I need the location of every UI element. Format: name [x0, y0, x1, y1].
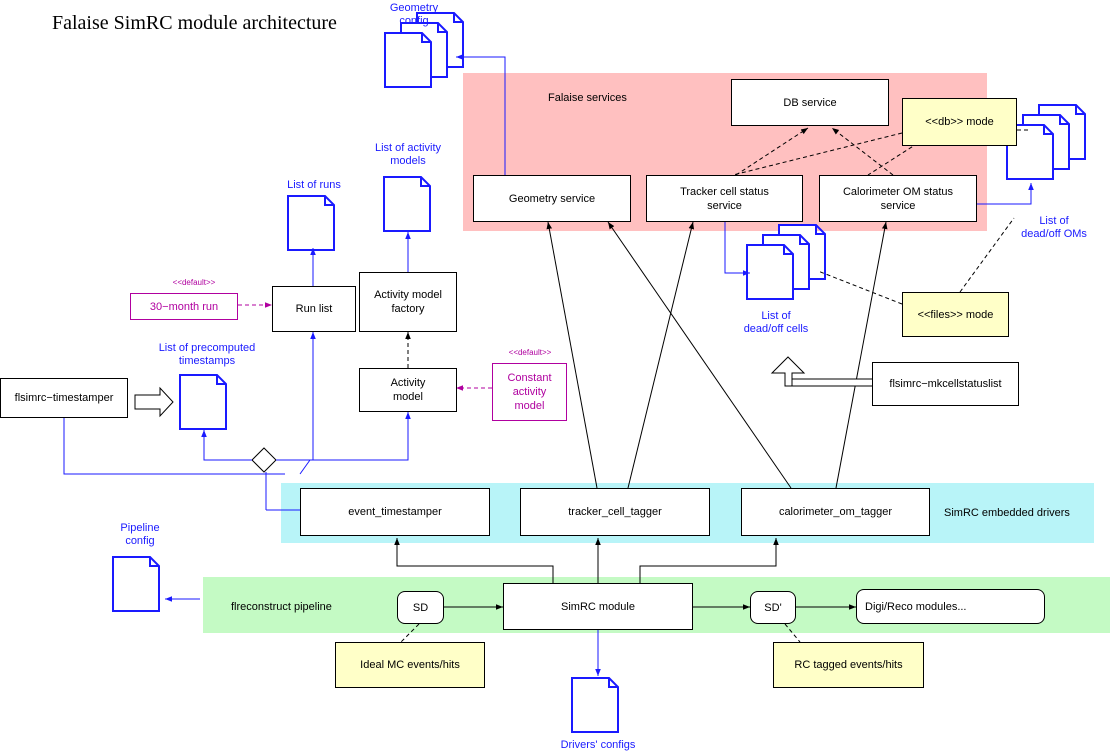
geometry-service-box[interactable]: Geometry service [473, 175, 631, 222]
edge-db-mode-2 [867, 142, 919, 176]
db-service-box[interactable]: DB service [731, 79, 889, 126]
geometry-config-file-icon [384, 12, 464, 88]
file-icons [112, 12, 1086, 733]
edge-sd-ideal [400, 623, 420, 643]
edge-tracker-status-cells [724, 222, 750, 276]
edge-simrc-event-timestamper [394, 538, 554, 585]
edge-tracker-tagger-status [627, 221, 695, 489]
list-of-precomputed-timestamps-label: List of precomputed timestamps [158, 342, 256, 367]
edge-tracker-status-db [735, 127, 809, 176]
edge-simrc-calo-tagger [639, 538, 779, 585]
tracker-cell-tagger-box[interactable]: tracker_cell_tagger [520, 488, 710, 536]
diagram-title: Falaise SimRC module architecture [52, 12, 337, 34]
tracker-cell-status-service-box[interactable]: Tracker cell status service [646, 175, 803, 222]
timestamps-file-icon [179, 374, 227, 430]
simrc-module-box[interactable]: SimRC module [503, 583, 693, 630]
thirty-month-run-box[interactable]: 30−month run [130, 293, 238, 320]
list-of-dead-off-oms-label: List of dead/off OMs [1021, 215, 1087, 240]
activity-model-factory-box[interactable]: Activity model factory [359, 272, 457, 332]
choice-diamond [251, 447, 277, 473]
list-of-runs-label: List of runs [287, 179, 341, 191]
ideal-mc-events-box[interactable]: Ideal MC events/hits [335, 642, 485, 688]
activity-model-box[interactable]: Activity model [359, 368, 457, 412]
db-mode-box[interactable]: <<db>> mode [902, 98, 1017, 146]
edge-files-mode-cells [817, 270, 903, 305]
edge-calo-tagger-geometry [607, 221, 792, 489]
geometry-config-label: Geometry config [389, 2, 439, 27]
services-region-label: Falaise services [548, 92, 627, 104]
edge-calo-status-db [831, 127, 894, 176]
sd-box[interactable]: SD [397, 591, 444, 624]
mkcellstatuslist-tool-box[interactable]: flsimrc−mkcellstatuslist [872, 362, 1019, 406]
drivers-configs-file-icon [571, 677, 619, 733]
run-list-box[interactable]: Run list [272, 286, 356, 332]
edge-timestamper-diamond [63, 418, 285, 475]
drivers-configs-label: Drivers' configs [560, 739, 636, 751]
edge-tracker-tagger-geometry [546, 221, 598, 489]
default-tag-run: <<default>> [172, 278, 216, 287]
dead-off-cells-file-icon [746, 224, 826, 300]
edge-sdprime-rc [784, 623, 801, 643]
sd-prime-box[interactable]: SD' [750, 591, 796, 624]
default-tag-activity: <<default>> [508, 348, 552, 357]
edge-calo-status-oms [977, 183, 1034, 205]
pipeline-config-label: Pipeline config [120, 522, 160, 547]
edge-diamond-activity [299, 459, 311, 475]
edge-diamond-runlist [276, 332, 316, 461]
activity-models-file-icon [383, 176, 431, 232]
runs-file-icon [287, 195, 335, 251]
event-timestamper-box[interactable]: event_timestamper [300, 488, 490, 536]
files-mode-box[interactable]: <<files>> mode [902, 292, 1009, 337]
edge-db-mode-1 [732, 132, 903, 176]
pipeline-region-label: flreconstruct pipeline [231, 601, 332, 613]
edge-timestamper-tool [134, 386, 174, 418]
constant-activity-model-box[interactable]: Constant activity model [492, 363, 567, 421]
edge-calo-tagger-status [835, 221, 888, 489]
drivers-region-label: SimRC embedded drivers [944, 507, 1070, 519]
calorimeter-om-status-service-box[interactable]: Calorimeter OM status service [819, 175, 977, 222]
edge-diamond-activity2 [313, 412, 411, 461]
rc-tagged-events-box[interactable]: RC tagged events/hits [773, 642, 924, 688]
pipeline-config-file-icon [112, 556, 160, 612]
edges [63, 54, 1034, 676]
list-of-activity-models-label: List of activity models [374, 142, 442, 167]
digi-reco-modules-box[interactable]: Digi/Reco modules... [856, 589, 1045, 624]
edge-files-mode-oms [959, 217, 1015, 293]
dead-off-oms-file-icon [1006, 104, 1086, 180]
edge-diamond-timestamps [201, 430, 252, 461]
timestamper-tool-box[interactable]: flsimrc−timestamper [0, 378, 128, 418]
edge-geometry-service-config [456, 54, 506, 175]
calorimeter-om-tagger-box[interactable]: calorimeter_om_tagger [741, 488, 930, 536]
edge-mkcellstatuslist-arrow [770, 356, 872, 387]
list-of-dead-off-cells-label: List of dead/off cells [743, 310, 809, 335]
